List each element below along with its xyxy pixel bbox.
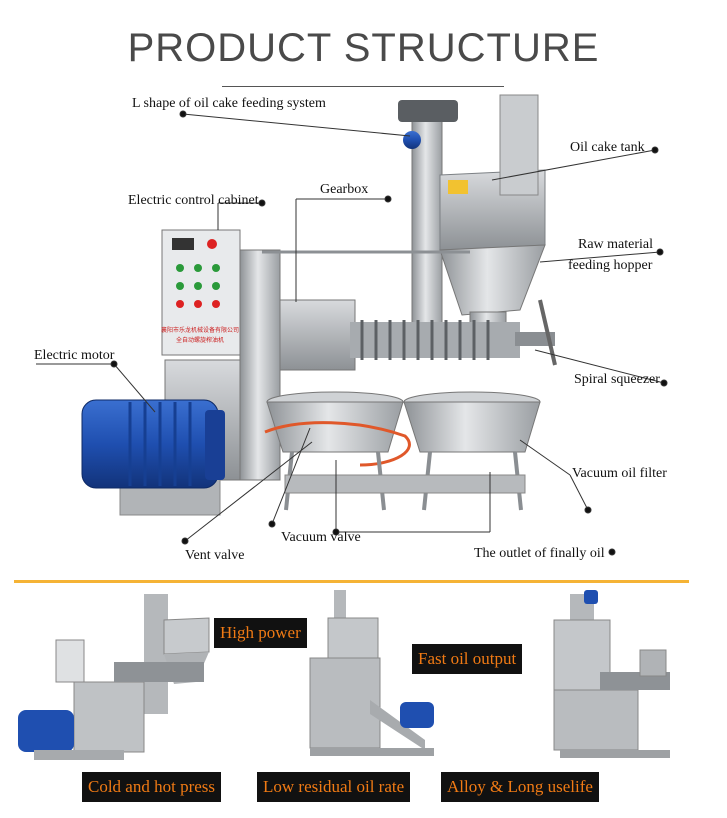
label-raw-material-line1: Raw material xyxy=(578,237,654,252)
title-underline xyxy=(222,86,504,87)
label-electric-control-cabinet: Electric control cabinet xyxy=(128,193,259,208)
feature-cold-hot-press: Cold and hot press xyxy=(82,772,222,802)
feature-alloy-long-uselife: Alloy & Long uselife xyxy=(441,772,599,802)
cabinet-product-text: 全自动螺旋榨油机 xyxy=(176,336,224,344)
label-vacuum-oil-filter: Vacuum oil filter xyxy=(572,466,667,481)
label-spiral-squeezer: Spiral squeezer xyxy=(574,372,660,387)
feature-fast-oil-output: Fast oil output xyxy=(412,644,523,674)
label-electric-motor: Electric motor xyxy=(34,348,115,363)
machine-thumbnail-rear xyxy=(553,590,670,758)
feature-low-residual-oil-rate: Low residual oil rate xyxy=(257,772,411,802)
section-divider xyxy=(14,580,689,583)
page-title: PRODUCT STRUCTURE xyxy=(127,26,600,70)
label-gearbox: Gearbox xyxy=(320,182,369,197)
machine-thumbnail-front xyxy=(18,594,210,760)
machine-thumbnail-side xyxy=(309,590,434,756)
cabinet-company-text: 襄阳市乐龙机械设备有限公司 xyxy=(161,326,239,334)
label-l-shape-feeding-system: L shape of oil cake feeding system xyxy=(132,96,326,111)
label-vacuum-valve: Vacuum valve xyxy=(281,530,361,545)
label-oil-outlet: The outlet of finally oil xyxy=(474,546,605,561)
label-raw-material-line2: feeding hopper xyxy=(568,258,653,273)
oil-press-machine-illustration: 襄阳市乐龙机械设备有限公司 全自动螺旋榨油机 xyxy=(36,94,668,556)
feature-high-power: High power xyxy=(214,618,307,648)
label-oil-cake-tank: Oil cake tank xyxy=(570,140,645,155)
label-vent-valve: Vent valve xyxy=(185,548,245,563)
